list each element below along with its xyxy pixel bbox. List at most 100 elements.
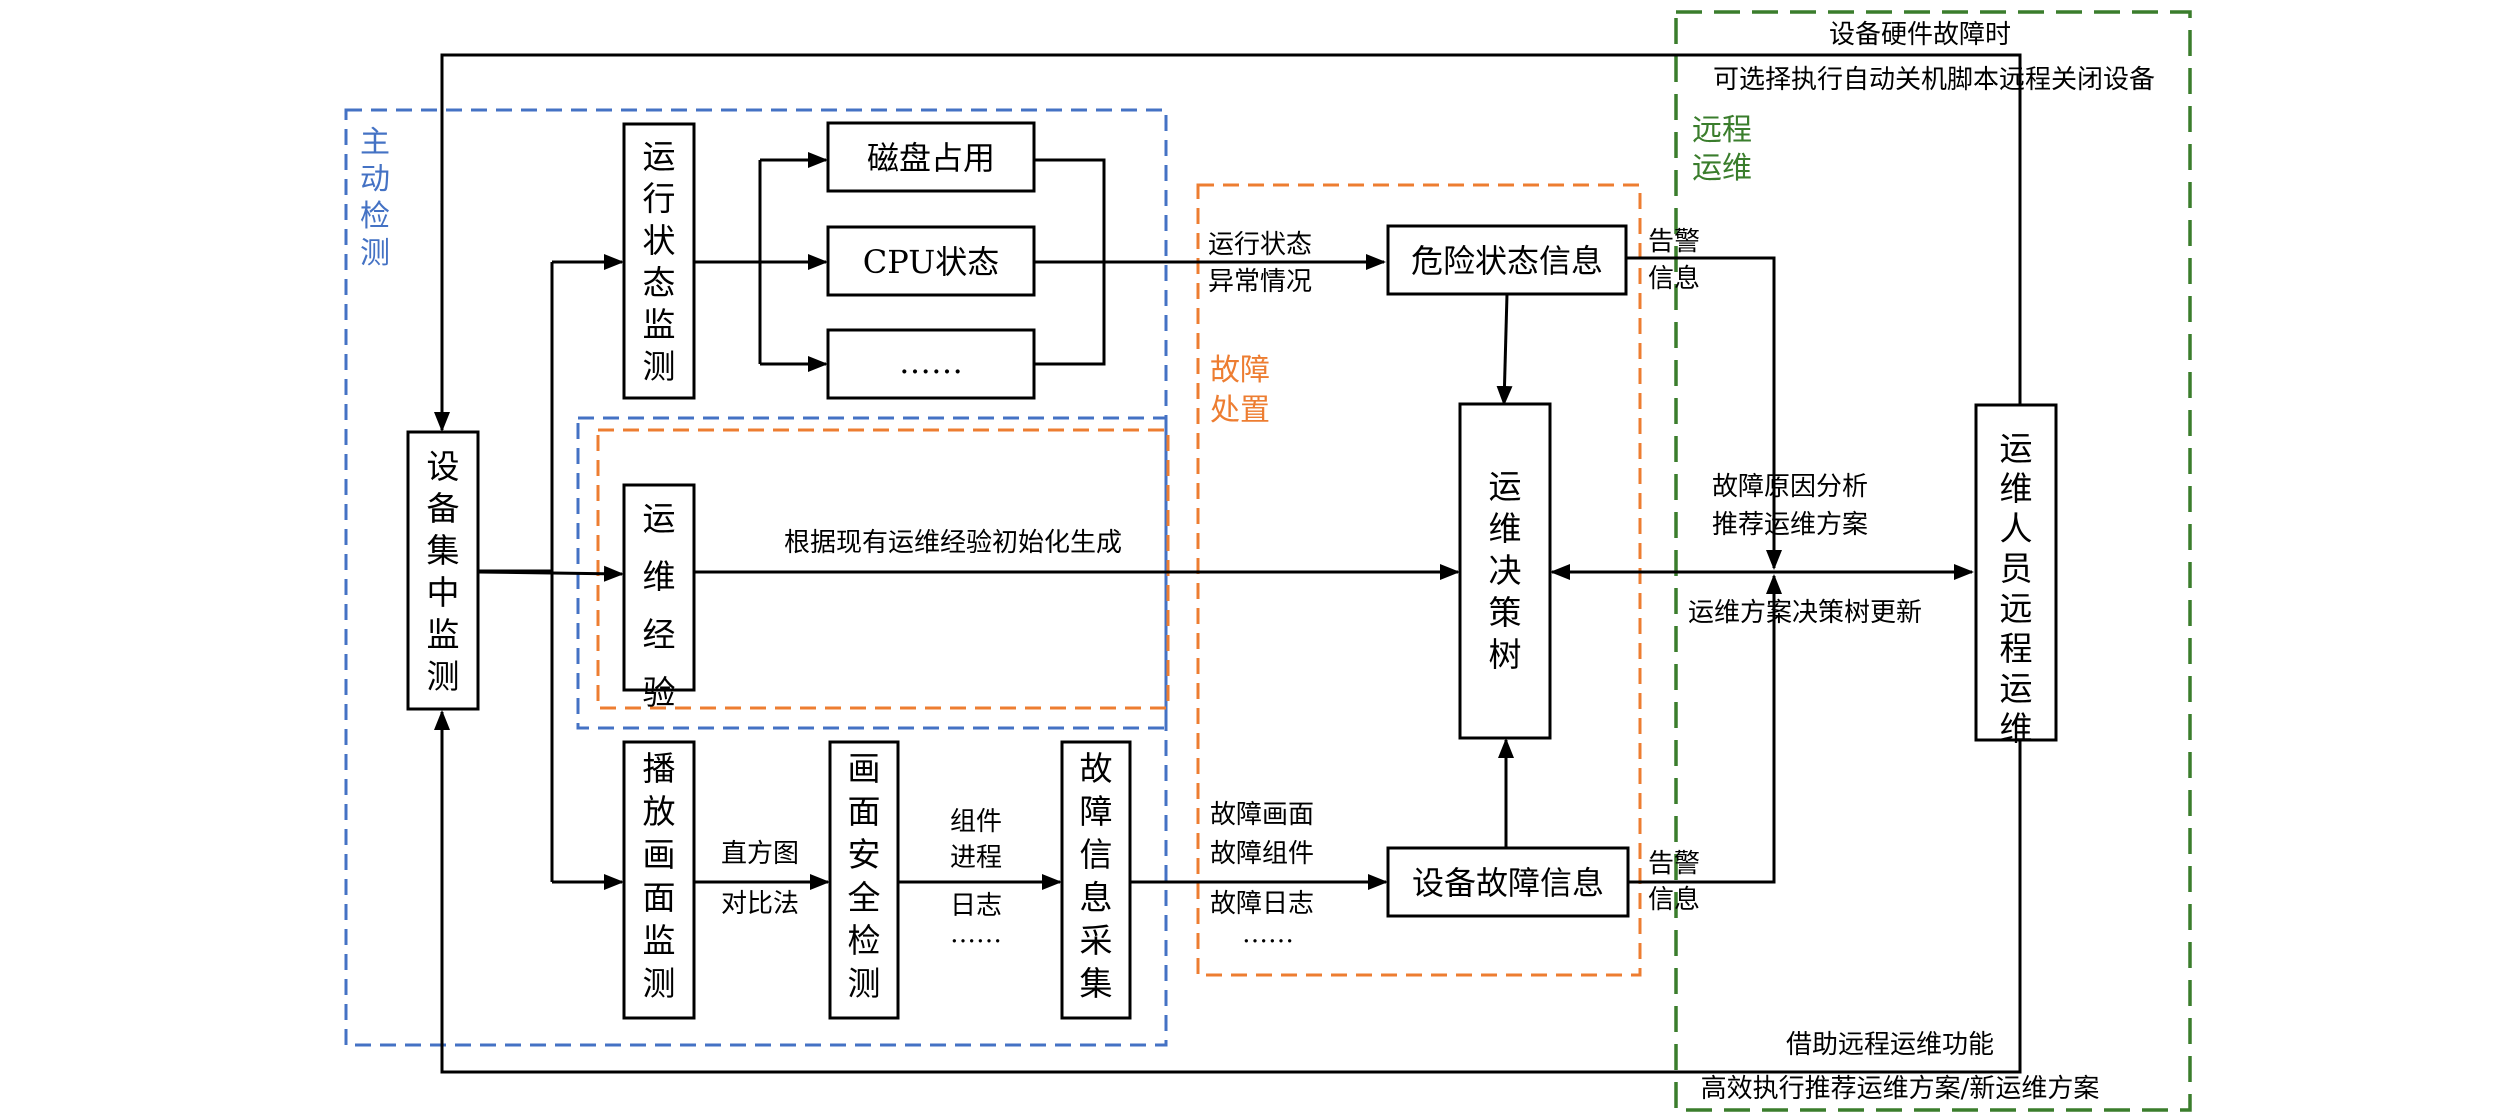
decision-tree-char-5: 树 xyxy=(1489,635,1522,674)
central-monitor-char-3: 集 xyxy=(427,531,460,570)
ops-experience-char-1: 运 xyxy=(643,499,676,538)
fault-items-label-3: 故障日志 xyxy=(1210,889,1314,919)
fault-items-label-4: …… xyxy=(1242,919,1294,949)
run-state-monitor-char-3: 状 xyxy=(643,221,676,260)
alarm-top-label-1: 告警 xyxy=(1648,227,1700,257)
cpu-state-label: CPU状态 xyxy=(863,243,999,281)
central-monitor-char-6: 测 xyxy=(427,657,460,696)
region-fault-handling-line-1: 故障 xyxy=(1210,353,1270,388)
component-label-2: 进程 xyxy=(950,843,1002,873)
ops-experience-char-3: 经 xyxy=(643,615,676,654)
decision-tree-char-3: 决 xyxy=(1489,551,1522,590)
fault-collect-char-5: 采 xyxy=(1080,921,1113,960)
run-state-monitor-char-5: 监 xyxy=(643,305,676,344)
decision-tree-box xyxy=(1458,402,1552,740)
remote-exec-label-1: 借助远程运维功能 xyxy=(1786,1030,1994,1060)
region-remote-ops-line-1: 远程 xyxy=(1692,113,1752,148)
region-ops-experience-orange xyxy=(596,428,1170,710)
playback-monitor-char-1: 播 xyxy=(643,749,676,788)
run-state-monitor-char-6: 测 xyxy=(643,347,676,386)
remote-exec-label-2: 高效执行推荐运维方案/新运维方案 xyxy=(1701,1074,2100,1104)
disk-usage-box xyxy=(826,121,1036,193)
remote-staff-char-4: 员 xyxy=(2000,549,2033,588)
component-label-1: 组件 xyxy=(950,807,1002,837)
region-fault-handling xyxy=(1196,183,1642,977)
central-monitor-char-1: 设 xyxy=(427,447,460,486)
region-fault-handling-line-2: 处置 xyxy=(1210,393,1270,428)
central-monitor-char-4: 中 xyxy=(427,573,460,612)
danger-info-box xyxy=(1386,224,1628,296)
danger-info-label: 危险状态信息 xyxy=(1411,242,1603,280)
playback-monitor-char-4: 面 xyxy=(643,878,676,917)
picture-safety-char-5: 检 xyxy=(848,921,881,960)
run-state-monitor-box xyxy=(622,122,696,400)
picture-safety-char-1: 画 xyxy=(848,749,881,788)
decision-tree-char-2: 维 xyxy=(1489,509,1522,548)
fault-collect-char-6: 集 xyxy=(1080,964,1113,1003)
cause-analysis-label-2: 推荐运维方案 xyxy=(1712,510,1868,540)
region-remote-ops xyxy=(1674,10,2192,1112)
fault-collect-char-4: 息 xyxy=(1080,878,1113,917)
region-remote-ops-line-2: 运维 xyxy=(1692,151,1752,186)
histogram-label-1: 直方图 xyxy=(721,839,799,869)
ops-experience-char-2: 维 xyxy=(643,557,676,596)
cause-analysis-label-1: 故障原因分析 xyxy=(1712,472,1868,502)
cpu-state-box xyxy=(826,225,1036,297)
hw-fault-label-1: 设备硬件故障时 xyxy=(1829,20,2011,50)
remote-staff-char-7: 运 xyxy=(2000,669,2033,708)
picture-safety-char-3: 安 xyxy=(848,835,881,874)
run-state-monitor-char-4: 态 xyxy=(643,263,676,302)
arrow-remote-exec-loop xyxy=(434,710,2022,1074)
run-abnormal-label-1: 运行状态 xyxy=(1208,230,1312,260)
fault-collect-char-1: 故 xyxy=(1080,749,1113,788)
arrow-fault-alarm xyxy=(1628,574,1782,884)
device-fault-info-box xyxy=(1386,846,1630,918)
fault-collect-char-3: 信 xyxy=(1080,835,1113,874)
run-state-monitor-char-1: 运 xyxy=(643,137,676,176)
decision-tree-char-1: 运 xyxy=(1489,467,1522,506)
remote-staff-char-5: 远 xyxy=(2000,589,2033,628)
component-label-3: 日志 xyxy=(950,891,1002,921)
ops-experience-char-4: 验 xyxy=(643,673,676,712)
central-monitor-char-2: 备 xyxy=(427,489,460,528)
fault-items-label-1: 故障画面 xyxy=(1210,800,1314,830)
region-active-detect-line-4: 测 xyxy=(360,236,390,271)
region-active-detect-line-1: 主 xyxy=(360,125,390,160)
arrow-danger-to-tree xyxy=(1496,293,1513,406)
picture-safety-char-4: 全 xyxy=(848,878,881,917)
ops-experience-box xyxy=(622,483,696,692)
region-label-remote-ops: 远程运维 xyxy=(1692,113,1752,186)
alarm-bottom-label-2: 信息 xyxy=(1648,885,1700,915)
fault-collect-char-2: 障 xyxy=(1080,792,1113,831)
playback-monitor-char-2: 放 xyxy=(643,792,676,831)
run-abnormal-label-2: 异常情况 xyxy=(1208,267,1312,297)
region-active-detect-line-2: 动 xyxy=(360,162,390,197)
remote-staff-char-1: 运 xyxy=(2000,429,2033,468)
playback-monitor-char-5: 监 xyxy=(643,921,676,960)
hw-fault-label-2: 可选择执行自动关机脚本远程关闭设备 xyxy=(1713,65,2155,95)
remote-staff-char-3: 人 xyxy=(2000,509,2033,548)
run-state-monitor-char-2: 行 xyxy=(643,179,676,218)
region-active-detect xyxy=(344,108,1168,1047)
arrow-danger-alarm xyxy=(1626,256,1782,570)
device-fault-info-label: 设备故障信息 xyxy=(1412,864,1604,902)
remote-staff-char-6: 程 xyxy=(2000,629,2033,668)
more-label: …… xyxy=(899,343,963,381)
disk-usage-label: 磁盘占用 xyxy=(867,139,995,177)
picture-safety-box xyxy=(828,740,900,1020)
remote-staff-char-8: 维 xyxy=(2000,709,2033,748)
picture-safety-char-6: 测 xyxy=(848,964,881,1003)
arrow-to-ops-exp xyxy=(477,565,624,582)
component-label-4: …… xyxy=(950,919,1002,949)
arrow-hw-fault-loop xyxy=(434,53,2022,432)
